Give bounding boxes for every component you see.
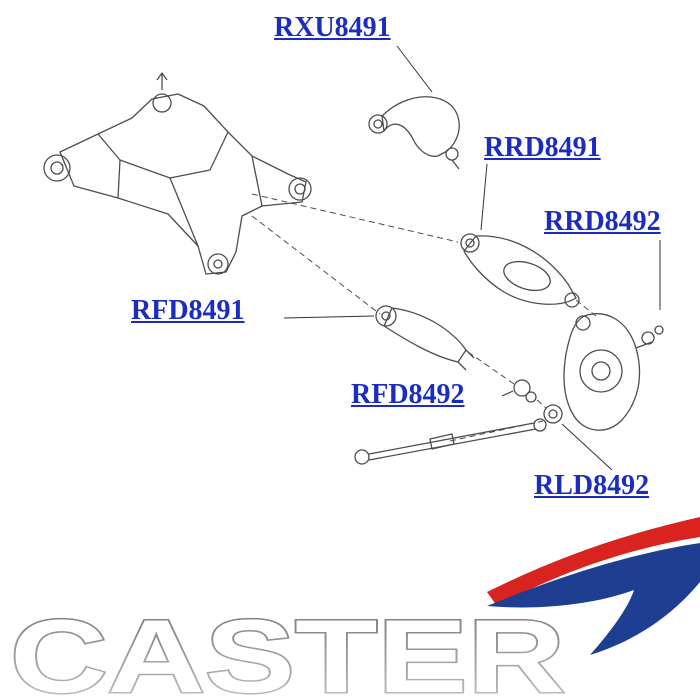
part-label-rfd8492[interactable]: RFD8492 [351, 379, 465, 410]
part-label-rrd8491[interactable]: RRD8491 [484, 132, 601, 163]
up-arrow-icon [156, 72, 168, 90]
upper-control-arm [368, 96, 460, 170]
part-label-rrd8492[interactable]: RRD8492 [544, 206, 661, 237]
swoosh-red-shape [487, 517, 700, 606]
front-lower-arm [375, 305, 475, 371]
part-label-rld8492[interactable]: RLD8492 [534, 470, 650, 501]
bushing-set [513, 379, 563, 424]
rear-lower-arm [460, 233, 580, 308]
swoosh-blue-shape [487, 543, 700, 655]
rear-subframe [43, 72, 312, 275]
knuckle-hub [563, 313, 664, 431]
part-label-rfd8491[interactable]: RFD8491 [131, 295, 245, 326]
assembly-guide-lines [251, 193, 597, 442]
brand-wordmark: CASTER [10, 599, 565, 700]
part-label-rxu8491[interactable]: RXU8491 [274, 12, 391, 43]
brand-swoosh [487, 517, 700, 655]
track-rod [354, 418, 547, 465]
label-leader-lines [283, 45, 661, 471]
